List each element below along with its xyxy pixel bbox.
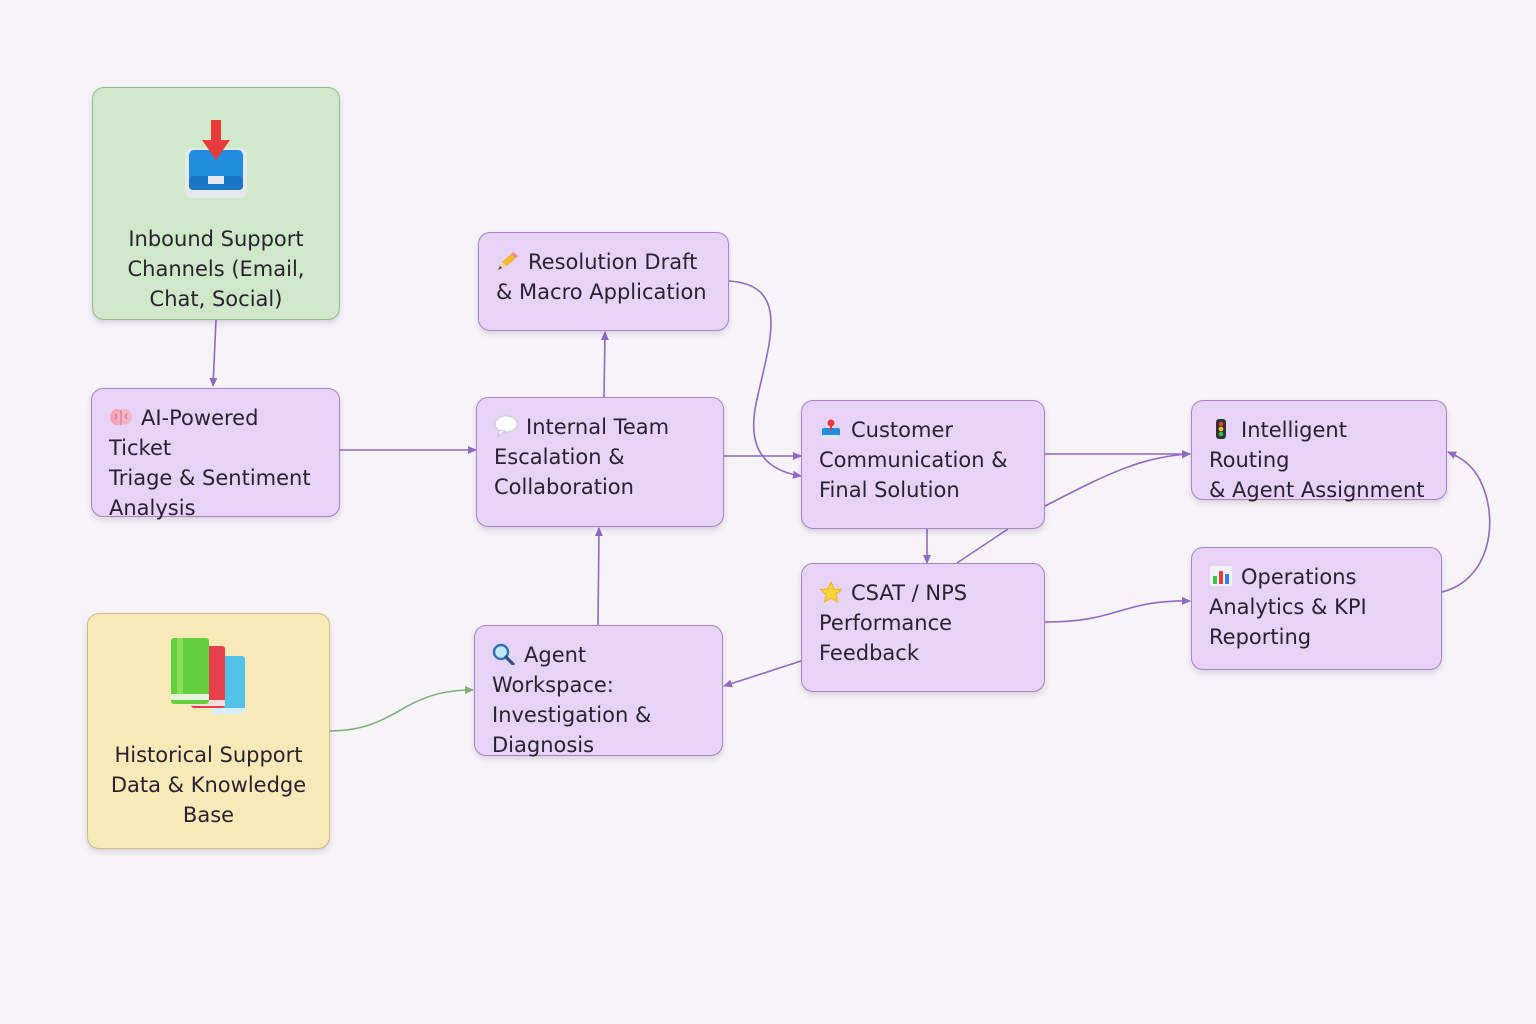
- node-label: Customer Communication & Final Solution: [819, 418, 1008, 502]
- brain-icon: [110, 409, 132, 425]
- node-internal-escalation: Internal Team Escalation & Collaboration: [476, 397, 724, 527]
- node-label: Resolution Draft & Macro Application: [496, 250, 707, 304]
- node-csat-nps: CSAT / NPS Performance Feedback: [801, 563, 1045, 692]
- speech-bubble-icon: [494, 415, 518, 437]
- edge-csat-to-workspace: [723, 660, 802, 688]
- node-resolution-draft: Resolution Draft & Macro Application: [478, 232, 729, 331]
- node-ticket-triage: AI-Powered Ticket Triage & Sentiment Ana…: [91, 388, 340, 520]
- inbox-download-icon: [185, 120, 247, 198]
- magnifier-icon: [492, 643, 515, 665]
- node-historical-data: Historical Support Data & Knowledge Base: [87, 613, 330, 849]
- node-label: Intelligent Routing & Agent Assignment: [1209, 418, 1425, 502]
- edge-csat-to-analytics: [1044, 596, 1191, 623]
- node-agent-workspace: Agent Workspace: Investigation & Diagnos…: [474, 625, 723, 757]
- pencil-icon: [498, 252, 518, 270]
- node-label: CSAT / NPS Performance Feedback: [819, 581, 968, 665]
- node-label: Inbound Support Channels (Email, Chat, S…: [127, 227, 305, 311]
- node-label: Operations Analytics & KPI Reporting: [1209, 565, 1367, 649]
- edge-analytics-to-routing: [1441, 451, 1491, 593]
- star-icon: [819, 581, 843, 603]
- node-label: AI-Powered Ticket Triage & Sentiment Ana…: [109, 406, 311, 520]
- books-icon: [170, 638, 245, 714]
- edge-escalation-to-resolution: [600, 331, 609, 398]
- node-label: Historical Support Data & Knowledge Base: [110, 743, 307, 827]
- node-intelligent-routing: Intelligent Routing & Agent Assignment: [1191, 400, 1447, 502]
- node-label: Agent Workspace: Investigation & Diagnos…: [492, 643, 652, 757]
- bar-chart-icon: [1210, 566, 1232, 586]
- traffic-light-icon: [1216, 419, 1226, 439]
- edge-resolution-to-communication: [728, 280, 802, 479]
- inbox-tray-icon: [822, 419, 840, 439]
- edge-historical-to-workspace: [329, 686, 474, 732]
- node-inbound-support-channels: Inbound Support Channels (Email, Chat, S…: [92, 87, 340, 320]
- node-customer-communication: Customer Communication & Final Solution: [801, 400, 1045, 529]
- node-label: Internal Team Escalation & Collaboration: [494, 415, 670, 499]
- edge-workspace-to-escalation: [594, 527, 603, 626]
- node-operations-analytics: Operations Analytics & KPI Reporting: [1191, 547, 1442, 670]
- edge-inbound-to-triage: [209, 319, 218, 387]
